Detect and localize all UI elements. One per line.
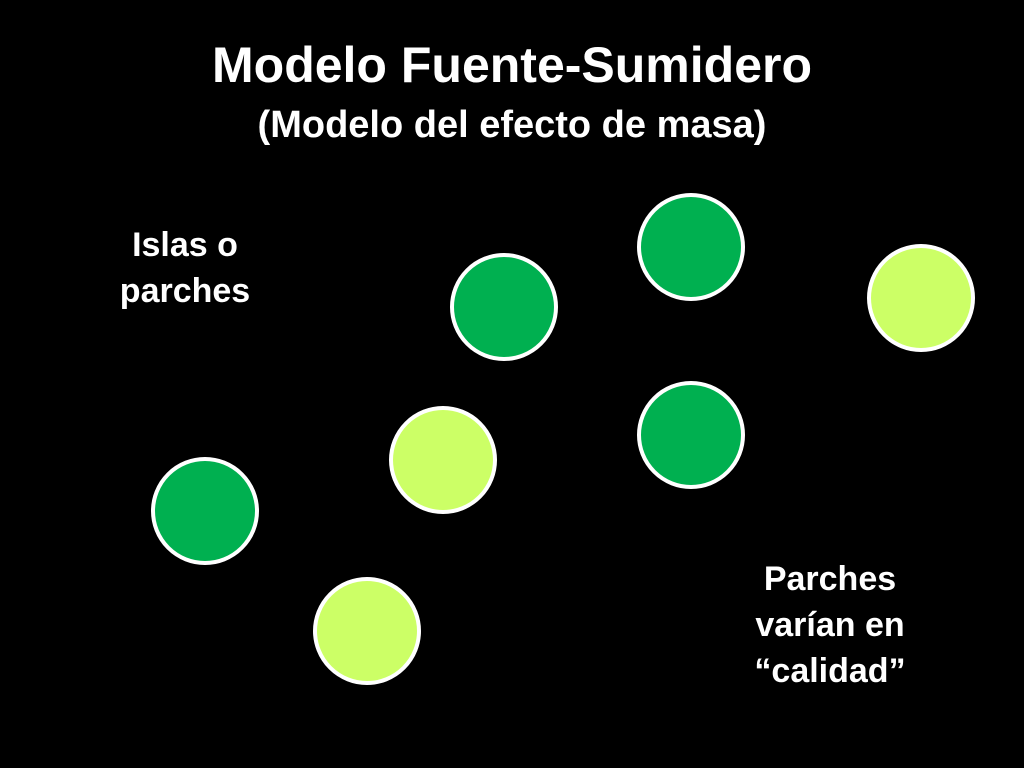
patch-circle-low xyxy=(867,244,975,352)
islands-label: Islas o parches xyxy=(90,222,280,314)
quality-label-line: Parches xyxy=(763,560,897,598)
patch-circle-high xyxy=(637,193,745,301)
islands-label-line: Islas o xyxy=(132,226,238,264)
patch-circle-high xyxy=(637,381,745,489)
slide-subtitle: (Modelo del efecto de masa) xyxy=(257,104,767,146)
patch-circle-high xyxy=(151,457,259,565)
islands-label-line: parches xyxy=(119,272,251,310)
quality-label-line: “calidad” xyxy=(754,652,906,690)
patch-circle-low xyxy=(389,406,497,514)
patch-circle-high xyxy=(450,253,558,361)
quality-label: Parches varían en “calidad” xyxy=(700,556,960,694)
patch-circle-low xyxy=(313,577,421,685)
quality-label-line: varían en xyxy=(755,606,905,644)
slide-title: Modelo Fuente-Sumidero xyxy=(212,37,812,93)
